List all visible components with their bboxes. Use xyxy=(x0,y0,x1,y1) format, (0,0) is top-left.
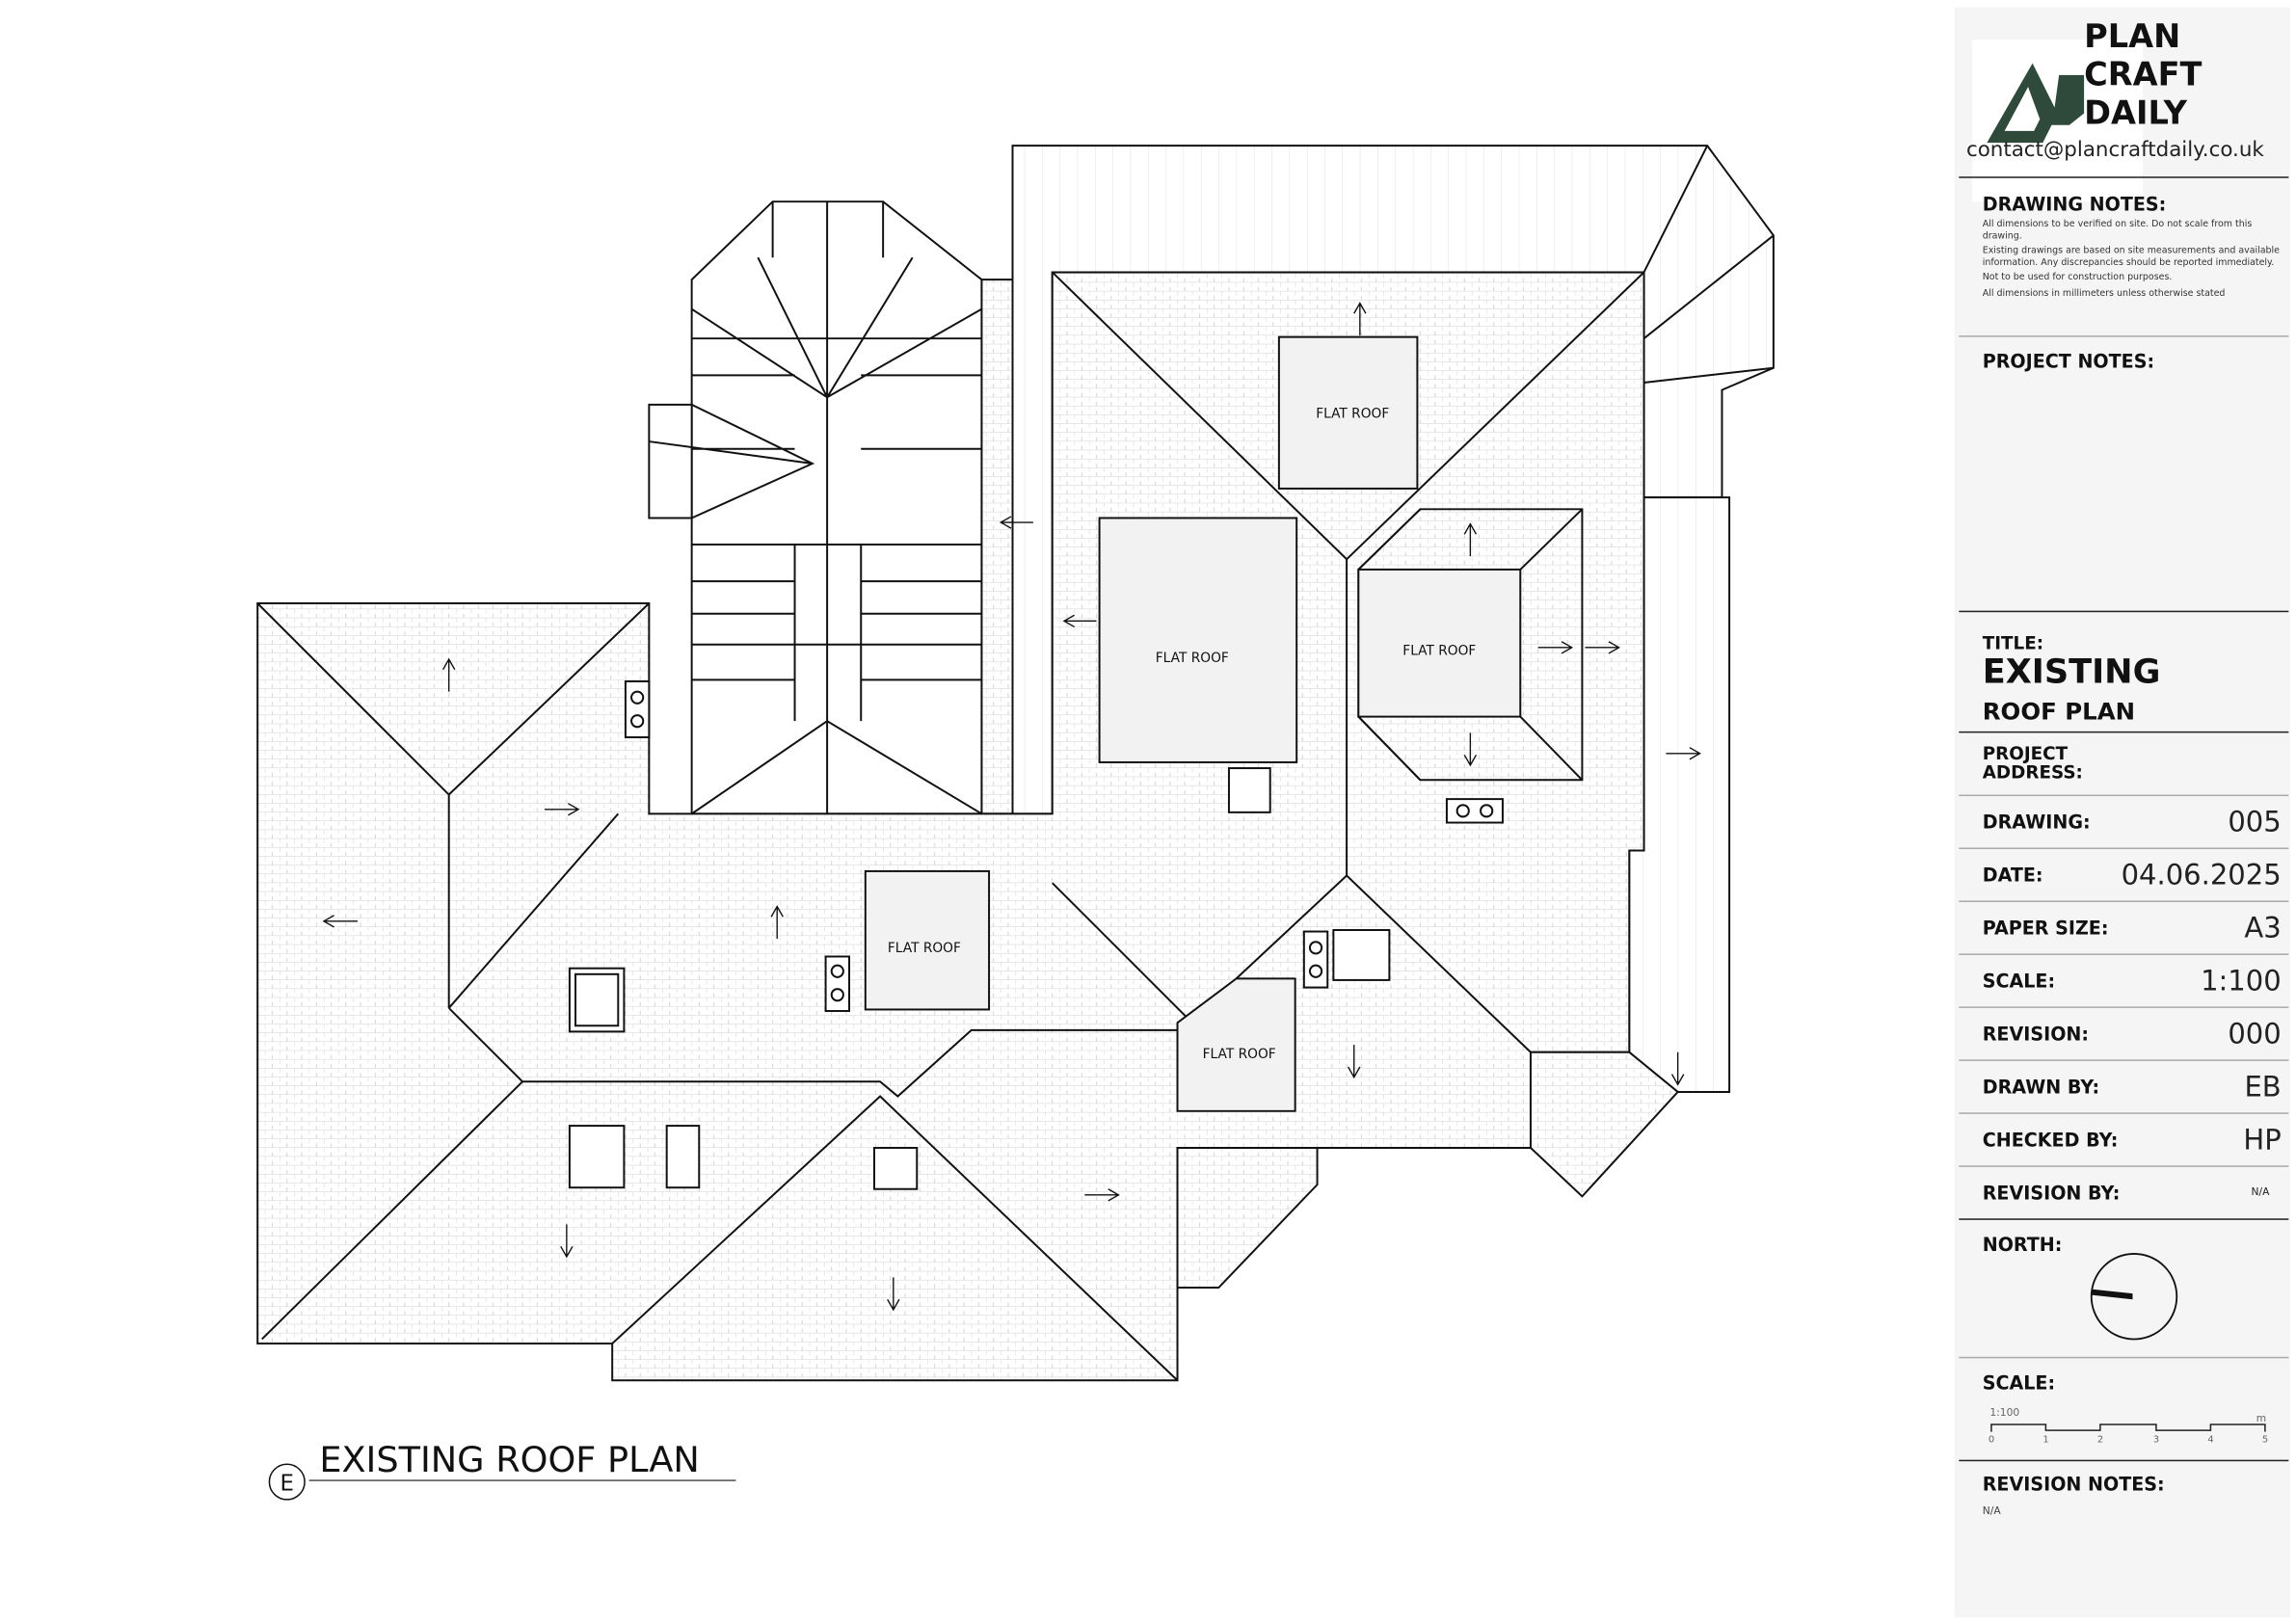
field-value: 000 xyxy=(2228,1018,2282,1051)
scale-bar-ticks: 0 1 2 3 4 5 xyxy=(1987,1433,2269,1448)
project-address-label: PROJECT ADDRESS: xyxy=(1982,743,2083,784)
view-marker-circle xyxy=(268,1463,306,1501)
flat-roof-label: FLAT ROOF xyxy=(1402,643,1476,658)
flat-roof-1 xyxy=(1277,335,1419,490)
field-drawn-by: DRAWN BY: EB xyxy=(1955,1059,2290,1113)
revision-notes-text: N/A xyxy=(1982,1505,2001,1518)
field-checked-by: CHECKED BY: HP xyxy=(1955,1112,2290,1166)
logo-line: PLAN xyxy=(2084,18,2181,57)
flat-roof-5 xyxy=(1176,977,1296,1112)
glazed-roof-structure xyxy=(648,200,983,815)
flat-roof-label: FLAT ROOF xyxy=(1316,407,1389,422)
view-title-text: EXISTING ROOF PLAN xyxy=(319,1439,699,1480)
flat-roof-3 xyxy=(1357,568,1522,718)
field-revision: REVISION: 000 xyxy=(1955,1006,2290,1060)
field-drawing: DRAWING: 005 xyxy=(1955,795,2290,849)
logo-text: PLAN CRAFT DAILY xyxy=(2084,19,2202,134)
field-label: CHECKED BY: xyxy=(1982,1129,2119,1152)
logo-mark-icon xyxy=(1987,63,2085,144)
field-value: 005 xyxy=(2228,806,2282,839)
scale-tick: 0 xyxy=(1988,1433,1995,1446)
scale-tick: 2 xyxy=(2096,1433,2104,1446)
logo-line: DAILY xyxy=(2084,95,2187,133)
roof-fall-arrows xyxy=(322,302,1701,1312)
label-line: ADDRESS: xyxy=(1982,761,2083,784)
field-date: DATE: 04.06.2025 xyxy=(1955,847,2290,901)
title-block: PLAN CRAFT DAILY contact@plancraftdaily.… xyxy=(1954,7,2290,1618)
drawing-notes: All dimensions to be verified on site. D… xyxy=(1983,220,2284,299)
field-value: 1:100 xyxy=(2201,965,2282,998)
scale-bar-ratio: 1:100 xyxy=(1989,1406,2020,1419)
field-value: HP xyxy=(2243,1124,2282,1157)
title-line1: EXISTING xyxy=(1982,652,2161,692)
field-paper-size: PAPER SIZE: A3 xyxy=(1955,900,2290,954)
note-item: All dimensions to be verified on site. D… xyxy=(1982,219,2253,241)
note-item: Not to be used for construction purposes… xyxy=(1982,272,2173,283)
scale-heading: SCALE: xyxy=(1982,1371,2056,1394)
flat-roof-label: FLAT ROOF xyxy=(1156,651,1229,666)
field-label: SCALE: xyxy=(1982,970,2056,993)
field-label: PAPER SIZE: xyxy=(1982,917,2109,940)
field-scale: SCALE: 1:100 xyxy=(1955,953,2290,1007)
field-label: REVISION: xyxy=(1982,1023,2090,1046)
title-line2: ROOF PLAN xyxy=(1982,697,2136,726)
revision-notes-heading: REVISION NOTES: xyxy=(1982,1473,2165,1496)
scale-tick: 4 xyxy=(2207,1433,2214,1446)
flat-roof-label: FLAT ROOF xyxy=(888,941,961,956)
field-label: DRAWING: xyxy=(1982,811,2091,834)
field-value: A3 xyxy=(2244,912,2282,945)
scale-tick: 3 xyxy=(2152,1433,2160,1446)
rooflights xyxy=(568,679,1504,1190)
field-label: DRAWN BY: xyxy=(1982,1076,2100,1099)
field-value: 04.06.2025 xyxy=(2121,859,2282,892)
field-value: N/A xyxy=(2251,1185,2270,1198)
field-revision-by: REVISION BY: N/A xyxy=(1955,1165,2290,1219)
flat-roof-label: FLAT ROOF xyxy=(1203,1047,1276,1062)
scale-tick: 1 xyxy=(2042,1433,2049,1446)
scale-bar xyxy=(1990,1423,2266,1432)
project-notes-heading: PROJECT NOTES: xyxy=(1982,350,2155,373)
note-item: Existing drawings are based on site meas… xyxy=(1982,245,2281,268)
scale-bar-unit: m xyxy=(2256,1412,2267,1425)
roof-plan-drawing: FLAT ROOF FLAT ROOF FLAT ROOF FLAT ROOF … xyxy=(256,145,1775,1501)
drawing-notes-heading: DRAWING NOTES: xyxy=(1982,193,2167,215)
view-title: E EXISTING ROOF PLAN xyxy=(268,1439,736,1501)
north-arrow-icon xyxy=(2090,1253,2178,1341)
note-item: All dimensions in millimeters unless oth… xyxy=(1982,287,2226,299)
view-marker: E xyxy=(280,1472,294,1497)
contact-email[interactable]: contact@plancraftdaily.co.uk xyxy=(1965,138,2264,162)
bay-roof xyxy=(1529,1051,1680,1198)
scale-tick: 5 xyxy=(2261,1433,2269,1446)
company-logo xyxy=(1972,40,2144,202)
north-heading: NORTH: xyxy=(1982,1233,2063,1256)
title-label: TITLE: xyxy=(1982,632,2044,653)
label-line: PROJECT xyxy=(1982,743,2069,764)
field-value: EB xyxy=(2244,1071,2282,1104)
field-label: DATE: xyxy=(1982,864,2043,887)
flat-roof-4 xyxy=(864,869,991,1011)
field-label: REVISION BY: xyxy=(1982,1182,2121,1205)
logo-line: CRAFT xyxy=(2084,57,2203,94)
flat-roof-2 xyxy=(1098,517,1298,763)
